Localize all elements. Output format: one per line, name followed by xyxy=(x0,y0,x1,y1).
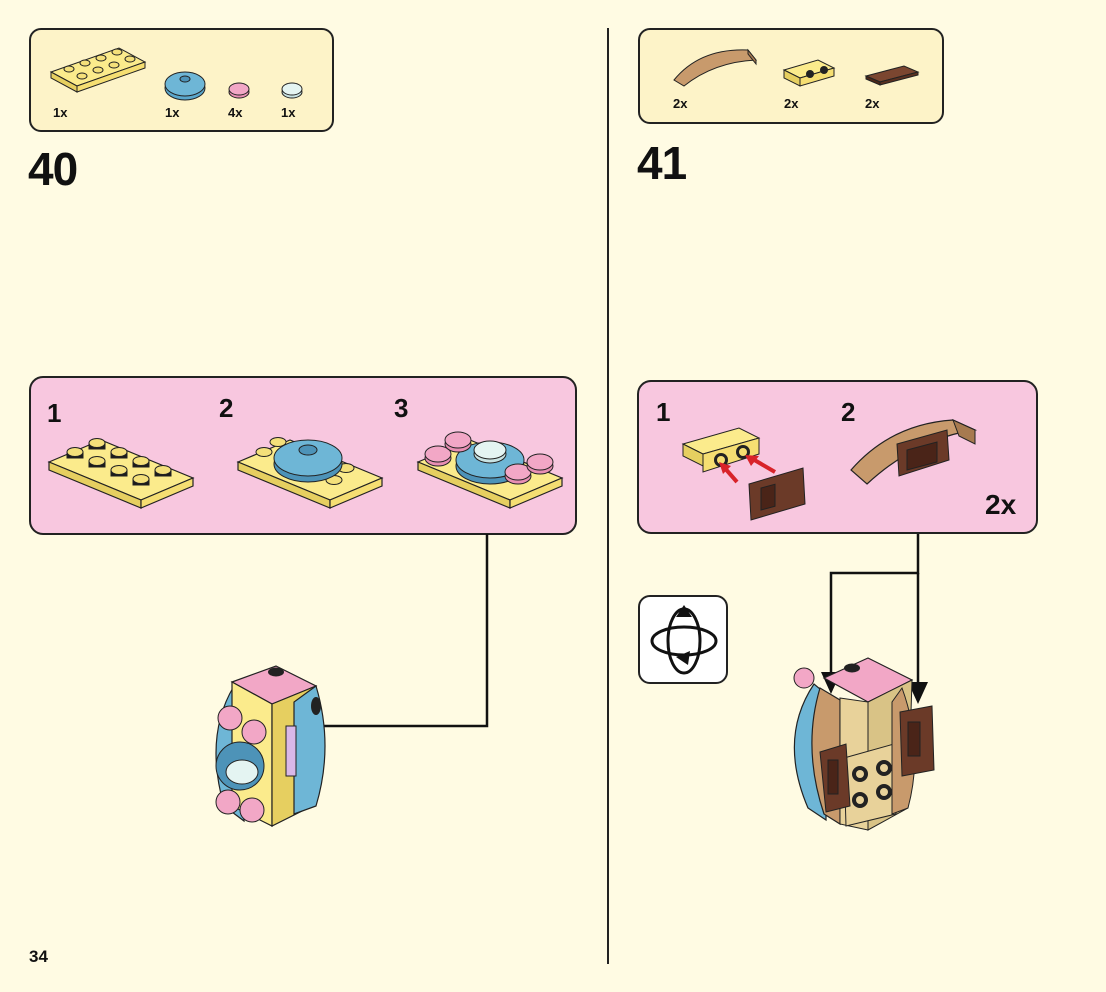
step-41-model-illustration xyxy=(784,648,944,834)
rotate-model-box xyxy=(638,595,728,684)
rotate-icon xyxy=(646,603,722,679)
